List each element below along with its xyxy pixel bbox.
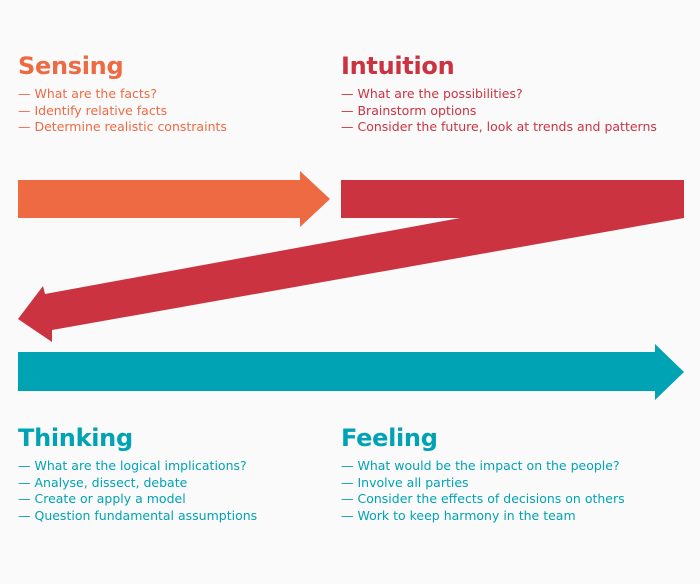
list-item: Involve all parties	[341, 475, 625, 492]
thinking-feeling-arrow	[18, 344, 684, 400]
list-item: Work to keep harmony in the team	[341, 508, 625, 525]
feeling-block: Feeling What would be the impact on the …	[341, 424, 625, 524]
sensing-arrow	[18, 171, 330, 227]
sensing-block: Sensing What are the facts? Identify rel…	[18, 52, 227, 136]
list-item: What would be the impact on the people?	[341, 458, 625, 475]
list-item: Brainstorm options	[341, 103, 657, 120]
list-item: Determine realistic constraints	[18, 119, 226, 136]
list-item: Identify relative facts	[18, 103, 227, 120]
list-item: What are the logical implications?	[18, 458, 257, 475]
intuition-title: Intuition	[341, 52, 455, 80]
list-item: What are the facts?	[18, 86, 227, 103]
list-item: Analyse, dissect, debate	[18, 475, 257, 492]
list-item: Consider the effects of decisions on oth…	[341, 491, 624, 508]
sensing-title: Sensing	[18, 52, 124, 80]
list-item: Create or apply a model	[18, 491, 257, 508]
feeling-title: Feeling	[341, 424, 438, 452]
list-item: What are the possibilities?	[341, 86, 657, 103]
intuition-arrow	[18, 180, 684, 342]
list-item: Question fundamental assumptions	[18, 508, 257, 525]
list-item: Consider the future, look at trends and …	[341, 119, 656, 136]
intuition-block: Intuition What are the possibilities? Br…	[341, 52, 657, 136]
thinking-block: Thinking What are the logical implicatio…	[18, 424, 257, 524]
thinking-title: Thinking	[18, 424, 133, 452]
